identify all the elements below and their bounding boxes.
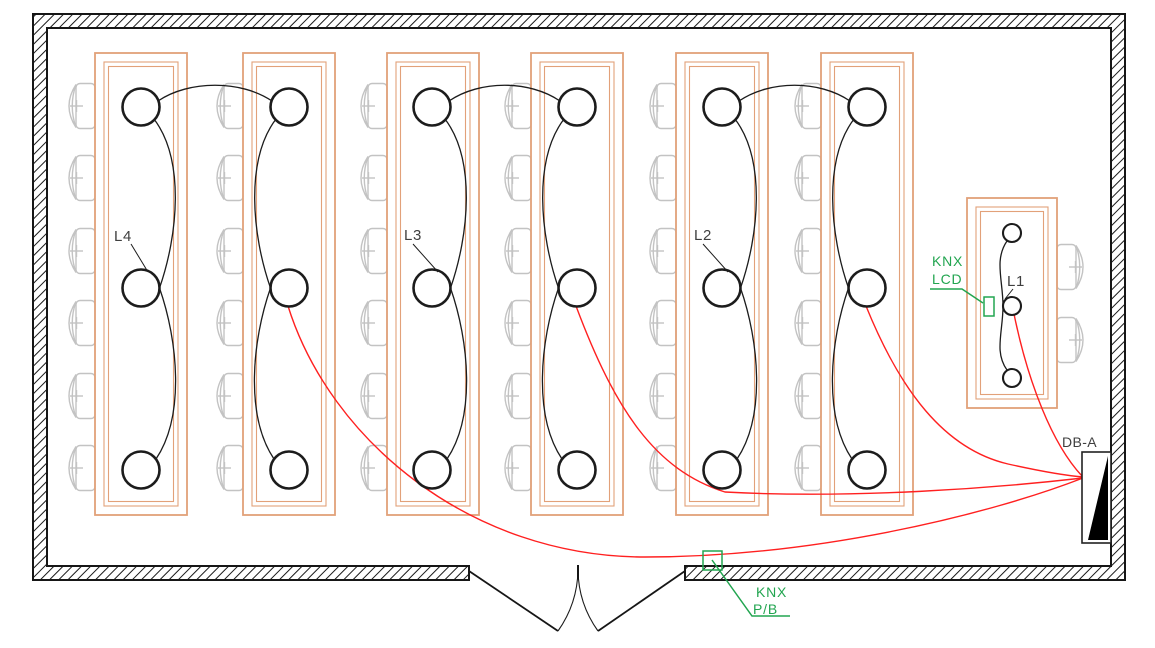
chair-icon: [360, 82, 388, 130]
chair-icon: [649, 227, 677, 275]
chair-icon: [504, 299, 532, 347]
knx-lcd-label-line2: LCD: [932, 271, 962, 287]
chair-icon: [216, 82, 244, 130]
lamps: [121, 87, 1023, 490]
chair-icon: [216, 372, 244, 420]
chair-icon: [504, 154, 532, 202]
chair-icon: [68, 227, 96, 275]
chair-icon: [794, 82, 822, 130]
label-l4: L4: [114, 228, 132, 245]
chair-icon: [794, 154, 822, 202]
chair-icon: [360, 444, 388, 492]
knx-pb-device-icon: [702, 550, 723, 571]
chair-icon: [216, 227, 244, 275]
distribution-board: [1081, 451, 1112, 544]
knx-lcd-device-icon: [983, 296, 995, 317]
chair-icon: [216, 299, 244, 347]
circuit-labels: L4 L3 L2 L1 DB-A: [114, 227, 1097, 450]
chair-icon: [649, 154, 677, 202]
chair-icon: [504, 444, 532, 492]
chair-icon: [216, 154, 244, 202]
chair-icon: [68, 444, 96, 492]
desk-rows: [94, 52, 1058, 516]
knx-lcd-label-line1: KNX: [932, 253, 963, 269]
chair-icon: [649, 372, 677, 420]
knx-lcd-callout: KNX LCD: [930, 253, 995, 317]
chair-icon: [68, 154, 96, 202]
chair-icon: [68, 82, 96, 130]
door-leaf-left: [468, 570, 559, 632]
knx-pb-label-line2: P/B: [753, 601, 778, 617]
circuit-wire-l4: [287, 305, 1084, 558]
circuit-wire-l3: [575, 305, 1084, 495]
circuit-wire-l1: [1013, 313, 1083, 477]
chair-icon: [504, 227, 532, 275]
circuit-wire-l2: [865, 305, 1084, 478]
door-leaf-right: [597, 570, 686, 632]
chair-icon: [1057, 245, 1083, 290]
chair-icon: [68, 299, 96, 347]
circuit-wires: [287, 305, 1084, 558]
chair-icon: [794, 299, 822, 347]
door: [468, 565, 686, 632]
chair-icon: [360, 299, 388, 347]
label-db-a: DB-A: [1062, 434, 1097, 450]
chair-icon: [360, 372, 388, 420]
chair-icon: [649, 299, 677, 347]
chair-icon: [216, 444, 244, 492]
chair-icon: [68, 372, 96, 420]
label-l3: L3: [404, 227, 422, 244]
db-triangle-icon: [1088, 456, 1108, 540]
label-l1: L1: [1007, 273, 1025, 290]
chair-icon: [794, 444, 822, 492]
chair-icon: [794, 372, 822, 420]
chair-icon: [649, 82, 677, 130]
knx-pb-callout: KNX P/B: [702, 550, 790, 617]
chair-icon: [649, 444, 677, 492]
chair-icon: [504, 372, 532, 420]
chair-icon: [794, 227, 822, 275]
chair-icon: [360, 227, 388, 275]
chair-icon: [1057, 318, 1083, 363]
room-wall: [32, 13, 1126, 581]
knx-pb-label-line1: KNX: [756, 584, 787, 600]
chair-icon: [504, 82, 532, 130]
desk-l1: [966, 197, 1058, 409]
label-l2: L2: [694, 227, 712, 244]
chair-icon: [360, 154, 388, 202]
